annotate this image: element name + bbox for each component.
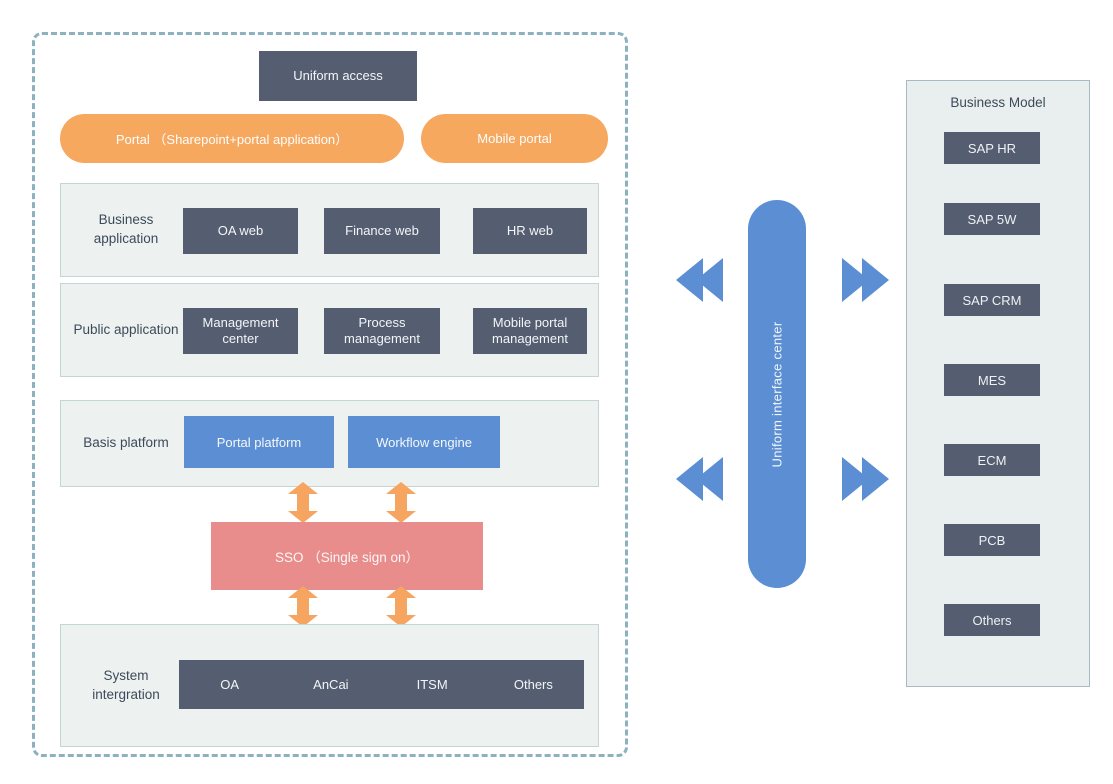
section-label: System intergration [92,667,160,702]
mobile-portal-pill: Mobile portal [421,114,608,163]
section-business-application: Business application OA web Finance web … [60,183,599,277]
section-basis-platform: Basis platform Portal platform Workflow … [60,400,599,487]
box-portal-platform: Portal platform [184,416,334,468]
section-label: Basis platform [83,435,169,451]
business-model-panel: Business Model SAP HR SAP 5W SAP CRM MES… [906,80,1090,687]
bm-item-mes: MES [944,364,1040,396]
box-management-center: Management center [183,308,298,354]
bm-item-sap-hr: SAP HR [944,132,1040,164]
box-hr-web: HR web [473,208,587,254]
sys-item-oa: OA [220,677,240,692]
business-model-title: Business Model [950,95,1046,110]
double-headed-vertical-arrow-icon [386,482,416,523]
uniform-interface-center-pill: Uniform interface center [748,200,806,588]
sso-box: SSO （Single sign on） [211,522,483,590]
double-chevron-right-icon [842,457,889,501]
double-headed-vertical-arrow-icon [288,482,318,523]
box-mobile-portal-management: Mobile portal management [473,308,587,354]
double-headed-vertical-arrow-icon [288,586,318,627]
portal-pill: Portal （Sharepoint+portal application） [60,114,404,163]
sys-item-others: Others [513,677,553,692]
portal-group-frame [32,32,628,757]
system-integration-bar: OA AnCai ITSM Others [179,660,584,709]
box-finance-web: Finance web [324,208,440,254]
uniform-access-box: Uniform access [259,51,417,101]
section-label: Public application [73,321,179,337]
bm-item-others: Others [944,604,1040,636]
sys-item-ancai: AnCai [313,677,349,692]
section-label: Business application [93,212,159,246]
sys-item-itsm: ITSM [416,677,448,692]
box-oa-web: OA web [183,208,298,254]
double-headed-vertical-arrow-icon [386,586,416,627]
section-public-application: Public application Management center Pro… [60,283,599,377]
section-system-integration: System intergration OA AnCai ITSM Others [60,624,599,747]
bm-item-pcb: PCB [944,524,1040,556]
bm-item-sap-5w: SAP 5W [944,203,1040,235]
uniform-interface-center-label: Uniform interface center [769,321,785,467]
double-chevron-left-icon [676,457,723,501]
bm-item-ecm: ECM [944,444,1040,476]
double-chevron-right-icon [842,258,889,302]
double-chevron-left-icon [676,258,723,302]
box-workflow-engine: Workflow engine [348,416,500,468]
bm-item-sap-crm: SAP CRM [944,284,1040,316]
box-process-management: Process management [324,308,440,354]
